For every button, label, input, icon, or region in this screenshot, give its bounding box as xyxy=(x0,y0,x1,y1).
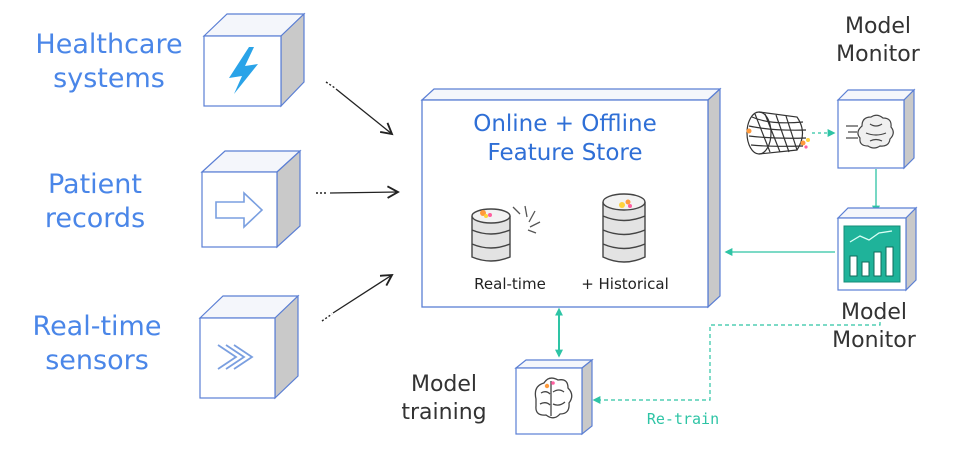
model-monitor-top-line1: Model xyxy=(844,14,912,39)
realtime-database-icon xyxy=(471,205,541,262)
source-label-line2: records xyxy=(44,202,146,234)
historical-label: + Historical xyxy=(581,275,669,293)
feature-store-title: Online + Offline Feature Store xyxy=(422,110,708,168)
model-monitor-top-line2: Monitor xyxy=(836,41,920,67)
signal-spark-icon xyxy=(512,205,541,234)
model-training-line2: training xyxy=(401,399,487,425)
source-label-line2: systems xyxy=(53,62,165,94)
real-time-sensors-cube xyxy=(198,294,300,400)
lightning-icon xyxy=(229,47,258,94)
model-training-cube xyxy=(514,358,594,436)
dashboard-chart-icon xyxy=(843,225,901,283)
model-monitor-bottom-label: Model Monitor xyxy=(814,299,934,354)
model-monitor-top-label: Model Monitor xyxy=(818,13,938,68)
arrow-sensors-to-store xyxy=(332,273,394,314)
source-label-line1: Healthcare xyxy=(35,29,183,60)
patient-records-cube xyxy=(200,149,302,249)
feature-store-title-line1: Online + Offline xyxy=(473,111,657,137)
data-stream-icon xyxy=(746,111,810,155)
brain-icon xyxy=(534,377,573,419)
retrain-label: Re-train xyxy=(646,410,720,428)
chevrons-right-icon xyxy=(217,344,254,370)
historical-database-icon xyxy=(602,193,646,263)
retrain-arrow xyxy=(592,322,881,404)
model-training-line1: Model xyxy=(410,372,478,397)
feature-store-title-line2: Feature Store xyxy=(487,139,643,166)
source-arrows xyxy=(316,81,400,322)
arrow-records-to-store xyxy=(329,185,400,199)
model-monitor-top-cube xyxy=(836,88,916,170)
model-monitor-bottom-cube xyxy=(836,206,918,292)
source-label-patient-records: Patient records xyxy=(0,168,190,236)
realtime-label: Real-time xyxy=(474,275,546,293)
source-label-line2: sensors xyxy=(45,344,149,376)
model-monitor-bottom-line1: Model xyxy=(840,300,908,325)
feature-store-box xyxy=(420,87,722,309)
healthcare-systems-cube xyxy=(202,12,306,108)
arrow-healthcare-to-store xyxy=(335,88,394,136)
model-monitor-bottom-line2: Monitor xyxy=(832,327,916,353)
model-training-label: Model training xyxy=(384,371,504,426)
source-label-line1: Real-time xyxy=(32,311,162,342)
source-label-healthcare: Healthcare systems xyxy=(14,28,204,96)
source-label-line1: Patient xyxy=(47,169,142,200)
source-label-real-time-sensors: Real-time sensors xyxy=(2,310,192,378)
arrow-right-icon xyxy=(215,191,264,229)
brain-icon xyxy=(846,114,894,149)
